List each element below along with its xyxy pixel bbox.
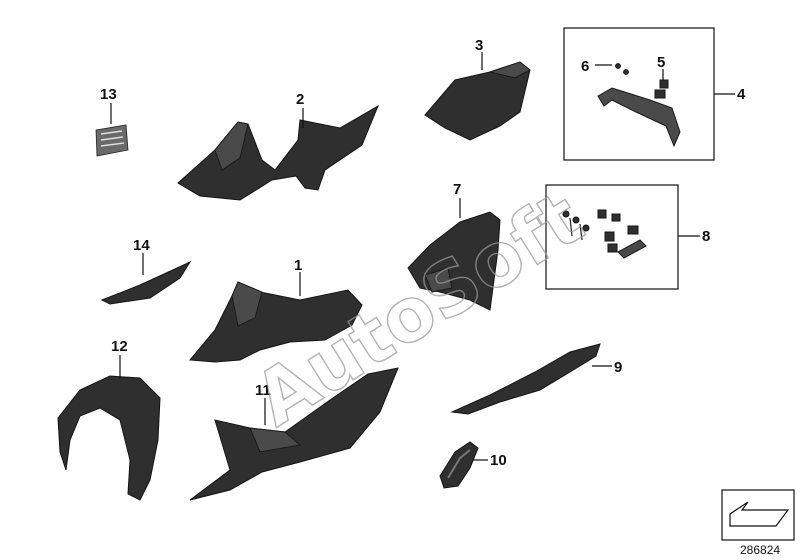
callout-2: 2 [296, 91, 304, 108]
part-2-fairing[interactable] [177, 104, 380, 201]
callout-6: 6 [581, 58, 589, 75]
part-1-frame-cover[interactable] [188, 281, 363, 363]
part-11-belly-pan[interactable] [189, 367, 399, 501]
callout-1: 1 [294, 257, 302, 274]
part-5-clip[interactable] [654, 79, 669, 99]
callout-8: 8 [702, 228, 710, 245]
part-4-bracket[interactable] [597, 87, 681, 148]
callout-5: 5 [657, 54, 665, 71]
callout-10: 10 [490, 452, 507, 469]
part-3-cover[interactable] [424, 61, 531, 141]
part-12-mudguard[interactable] [57, 375, 161, 501]
orientation-arrow-icon [721, 489, 795, 541]
part-13-badge[interactable] [95, 124, 129, 157]
callout-14: 14 [133, 237, 150, 254]
callout-4: 4 [737, 86, 746, 103]
part-8-hardware-kit[interactable] [562, 209, 647, 259]
part-7-side-cover[interactable] [407, 211, 501, 311]
callout-12: 12 [111, 338, 128, 355]
callout-3: 3 [475, 37, 483, 54]
part-10-small-cover[interactable] [439, 441, 479, 489]
part-6-screw[interactable] [615, 63, 629, 75]
callout-9: 9 [614, 359, 622, 376]
diagram-id: 286824 [740, 543, 780, 557]
part-14-trim[interactable] [100, 260, 192, 305]
part-9-chain-guard[interactable] [450, 343, 601, 415]
callout-7: 7 [453, 181, 461, 198]
callout-11: 11 [255, 382, 271, 399]
kit-box-4 [563, 27, 715, 161]
callout-13: 13 [100, 86, 117, 103]
kit-box-8 [545, 184, 679, 290]
